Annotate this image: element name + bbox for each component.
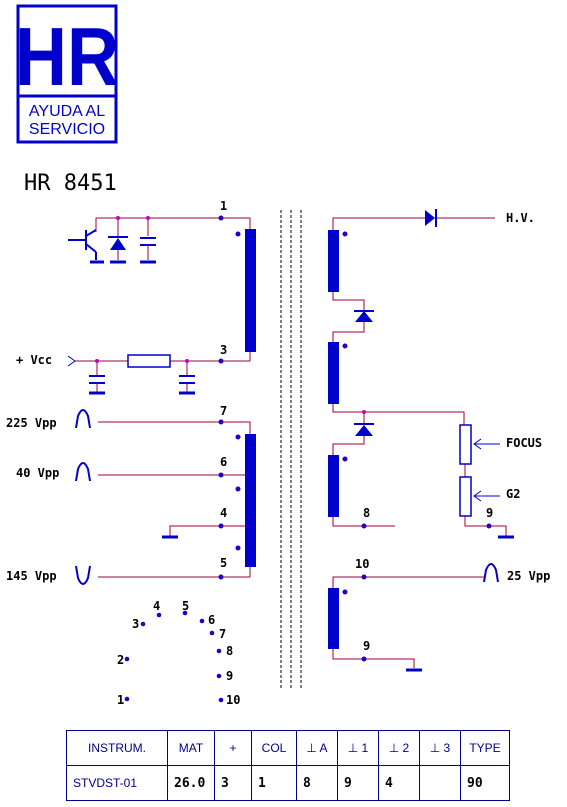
header-plus: + [214,730,252,766]
label-hv: H.V. [506,211,535,225]
hv-winding-3 [328,455,339,517]
pinout-5: 5 [182,599,189,613]
pin-label-9a: 9 [486,506,493,520]
label-225vpp: 225 Vpp [6,416,57,430]
capacitor-c1 [140,237,156,264]
pinout-7: 7 [219,627,226,641]
pin-label-3: 3 [220,343,227,357]
pin-label-10: 10 [355,557,369,571]
spec-header-row: INSTRUM. MAT + COL ⊥ A ⊥ 1 ⊥ 2 ⊥ 3 TYPE [66,730,510,766]
spec-table: INSTRUM. MAT + COL ⊥ A ⊥ 1 ⊥ 2 ⊥ 3 TYPE … [66,730,510,801]
header-type: TYPE [460,730,510,766]
value-gnd-1: 9 [337,765,379,801]
hv-diode [425,209,437,227]
label-25vpp: 25 Vpp [507,569,550,583]
header-instrum: INSTRUM. [66,730,168,766]
hv-winding-1 [328,230,339,292]
model-title: HR 8451 [24,171,117,196]
logo-letters: HR [15,11,119,103]
logo-line1: AYUDA AL [29,103,105,120]
header-gnd-2: ⊥ 2 [378,730,420,766]
focus-resistor [459,424,472,465]
value-plus: 3 [214,765,252,801]
value-gnd-a: 8 [296,765,338,801]
pulse-symbols [75,409,499,585]
value-mat: 26.0 [167,765,215,801]
rectifier-diode-1 [354,310,374,322]
value-type: 90 [460,765,510,801]
primary-wires [75,217,251,578]
pinout-8: 8 [226,644,233,658]
header-gnd-3: ⊥ 3 [419,730,461,766]
value-instrum: STVDST-01 [66,765,168,801]
pin-label-4: 4 [220,506,227,520]
pinout-2: 2 [117,653,124,667]
g2-resistor [459,476,472,517]
primary-winding-1 [245,229,256,352]
header-mat: MAT [167,730,215,766]
pin-label-6: 6 [220,455,227,469]
spec-value-row: STVDST-01 26.0 3 1 8 9 4 90 [66,765,510,801]
pin-label-1: 1 [220,199,227,213]
label-g2: G2 [506,487,520,501]
transistor-symbol [68,229,104,264]
label-145vpp: 145 Vpp [6,569,57,583]
pinout-10: 10 [226,693,240,707]
pinout-1: 1 [117,693,124,707]
pin-label-5: 5 [220,556,227,570]
pinout-4: 4 [153,599,160,613]
wiper-arrows [473,438,500,502]
junction-dots [95,216,366,414]
transformer-core [280,210,302,688]
hr-logo: HR AYUDA AL SERVICIO [15,4,119,144]
primary-winding-2 [245,434,256,567]
value-gnd-3 [419,765,461,801]
secondary-wires [332,217,507,668]
header-gnd-1: ⊥ 1 [337,730,379,766]
rectifier-diode-2 [354,423,374,436]
label-focus: FOCUS [506,436,542,450]
value-col: 1 [251,765,297,801]
vcc-network [67,354,195,395]
pinout-9: 9 [226,669,233,683]
polarity-dots [218,215,492,662]
logo-line2: SERVICIO [29,121,105,138]
value-gnd-2: 4 [378,765,420,801]
pin-label-7: 7 [220,404,227,418]
pin-label-8: 8 [363,506,370,520]
aux-winding [328,588,339,649]
pin-label-9b: 9 [363,639,370,653]
damper-diode [108,236,128,264]
label-40vpp: 40 Vpp [16,466,59,480]
pinout-3: 3 [132,617,139,631]
pinout-diagram: 1 2 3 4 5 6 7 8 9 10 [117,599,240,707]
hv-winding-2 [328,342,339,404]
label-vcc: + Vcc [16,353,52,367]
pinout-6: 6 [208,613,215,627]
header-col: COL [251,730,297,766]
header-gnd-a: ⊥ A [296,730,338,766]
